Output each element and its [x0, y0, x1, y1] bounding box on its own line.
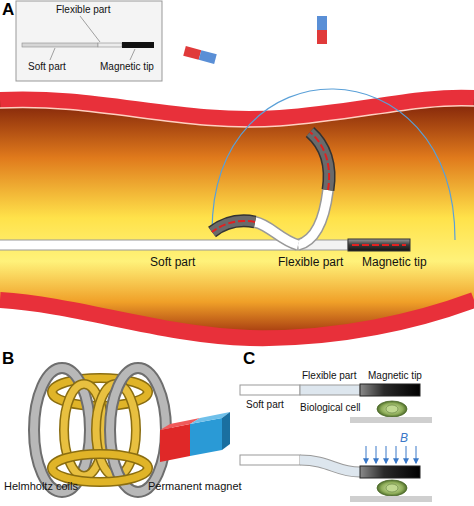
cell-nucleus	[386, 484, 398, 492]
vessel-wall	[0, 98, 474, 119]
part-label: Helmholtz coils	[4, 480, 78, 492]
field-magnet	[317, 16, 327, 44]
part-label: Soft part	[150, 256, 195, 269]
magnetic-tip	[348, 239, 410, 251]
magnetization-line	[310, 132, 329, 190]
magnet-pole	[183, 46, 201, 60]
field-arrow	[416, 446, 417, 463]
leader-line	[80, 16, 100, 42]
substrate	[350, 496, 432, 502]
magnetic-tip	[360, 466, 420, 478]
magnet-pole	[317, 16, 327, 30]
helmholtz-coil	[52, 454, 148, 482]
part-label: Soft part	[246, 399, 284, 410]
magnetization-line	[212, 221, 255, 232]
field-arrow	[406, 446, 407, 463]
part-label: Soft part	[28, 61, 66, 72]
field-arrow	[376, 446, 377, 463]
permanent-magnet	[222, 412, 230, 450]
magnet-pole	[317, 30, 327, 44]
flexible-part-tube	[255, 222, 298, 245]
field-arrows	[366, 446, 416, 463]
panel-letter: A	[2, 1, 14, 20]
biological-cell	[377, 480, 407, 496]
part-label: Magnetic tip	[100, 61, 154, 72]
panel-letter: C	[243, 350, 255, 369]
flexible-part-photo	[98, 43, 122, 47]
biological-cell	[377, 401, 407, 417]
magnetization-line	[352, 244, 406, 246]
soft-part-tube	[0, 240, 298, 250]
magnetic-tip	[212, 221, 255, 232]
magnet-pole	[199, 50, 217, 64]
part-label: Flexible part	[278, 256, 343, 269]
magnetic-tip	[310, 132, 329, 190]
vessel-lumen	[0, 98, 474, 338]
helmholtz-coil	[52, 454, 148, 482]
leader-line	[50, 48, 55, 60]
field-magnet	[183, 46, 216, 64]
field-symbol: B	[400, 432, 408, 445]
cell-nucleus	[386, 405, 398, 413]
flexible-part-tube	[300, 460, 360, 472]
part-label: Flexible part	[302, 370, 356, 381]
soft-part-photo	[22, 43, 98, 47]
flexible-part-tube	[255, 222, 298, 245]
magnetic-tip	[310, 132, 329, 190]
flexible-part-tube	[298, 190, 328, 245]
part-label: Flexible part	[56, 4, 110, 15]
leader-line	[130, 49, 135, 60]
permanent-magnet	[160, 424, 190, 462]
flexible-part-tube	[300, 460, 360, 472]
vessel-wall-edge	[0, 106, 474, 127]
panel-letter: B	[2, 350, 14, 369]
inset-photo	[16, 1, 162, 81]
magnetic-tip	[212, 221, 255, 232]
vessel-wall	[0, 300, 474, 338]
field-arrow	[396, 446, 397, 463]
flexible-part-tube	[298, 190, 328, 245]
part-label: Biological cell	[300, 402, 361, 413]
permanent-magnet	[190, 418, 222, 456]
part-label: Permanent magnet	[148, 480, 242, 492]
part-label: Magnetic tip	[368, 370, 422, 381]
field-arrow	[386, 446, 387, 463]
magnetic-tip-photo	[122, 42, 154, 48]
flexible-part-tube	[300, 385, 360, 395]
part-label: Magnetic tip	[362, 256, 427, 269]
soft-part-tube	[240, 455, 300, 465]
workspace-arc	[212, 89, 455, 240]
magnetic-tip	[360, 384, 420, 396]
field-arrow	[366, 446, 367, 463]
substrate	[350, 417, 432, 423]
soft-part-tube	[240, 385, 300, 395]
